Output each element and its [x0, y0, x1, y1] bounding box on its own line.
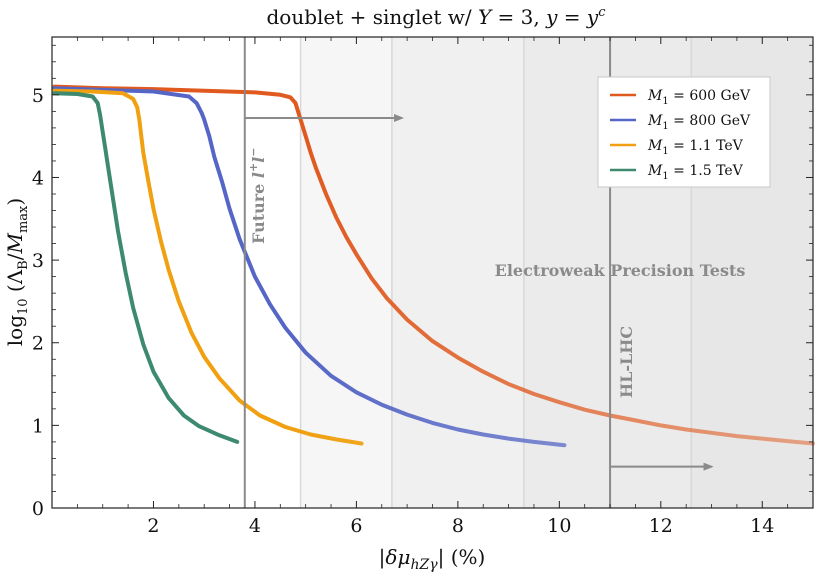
x-tick-label: 10 [547, 515, 571, 537]
series-line-2 [52, 88, 364, 446]
y-axis-title: log10 (ΛB/Mmax) [3, 198, 31, 346]
y-tick-label: 3 [32, 250, 44, 272]
legend-label-m: M [647, 138, 663, 154]
series-line-3 [52, 91, 240, 444]
legend-label-sub: 1 [662, 121, 668, 132]
legend-label-sub: 1 [662, 96, 668, 107]
legend-label-m: M [647, 113, 663, 129]
ewpt-band-0 [300, 37, 392, 508]
y-tick-label: 2 [32, 333, 44, 355]
legend-label-2: M1 = 1.1 TeV [647, 138, 744, 157]
legend-label-1: M1 = 800 GeV [647, 113, 751, 132]
y-tick-label: 1 [32, 415, 44, 437]
legend-label-value: = 1.5 TeV [669, 163, 744, 179]
x-tick-label: 8 [452, 515, 464, 537]
legend-label-m: M [647, 163, 663, 179]
series-line-1 [52, 86, 567, 448]
y-tick-label: 0 [32, 498, 44, 520]
legend-label-sub: 1 [662, 146, 668, 157]
constraint-lines [243, 37, 714, 508]
y-tick-label: 4 [32, 167, 44, 189]
x-tick-label: 2 [147, 515, 159, 537]
legend-label-value: = 1.1 TeV [669, 138, 744, 154]
legend-label-m: M [647, 88, 663, 104]
region-label-ewpt: Electroweak Precision Tests [495, 261, 746, 280]
region-label-future-ll: Future l+l− [247, 147, 268, 244]
legend-label-value: = 600 GeV [669, 88, 751, 104]
legend-label-value: = 800 GeV [669, 113, 751, 129]
x-tick-label: 4 [249, 515, 261, 537]
legend-label-sub: 1 [662, 171, 668, 182]
x-tick-label: 12 [649, 515, 673, 537]
data-curves [52, 84, 815, 448]
chart-title: doublet + singlet w/ Y = 3, y = yc [267, 5, 607, 29]
series-line-0 [52, 84, 815, 446]
legend-label-3: M1 = 1.5 TeV [647, 163, 744, 182]
legend-label-0: M1 = 600 GeV [647, 88, 751, 107]
x-tick-label: 14 [750, 515, 774, 537]
region-label-hl-lhc: HL-LHC [617, 326, 636, 398]
x-tick-label: 6 [350, 515, 362, 537]
y-tick-label: 5 [32, 85, 44, 107]
x-axis-title: |δμhZγ| (%) [379, 545, 486, 573]
